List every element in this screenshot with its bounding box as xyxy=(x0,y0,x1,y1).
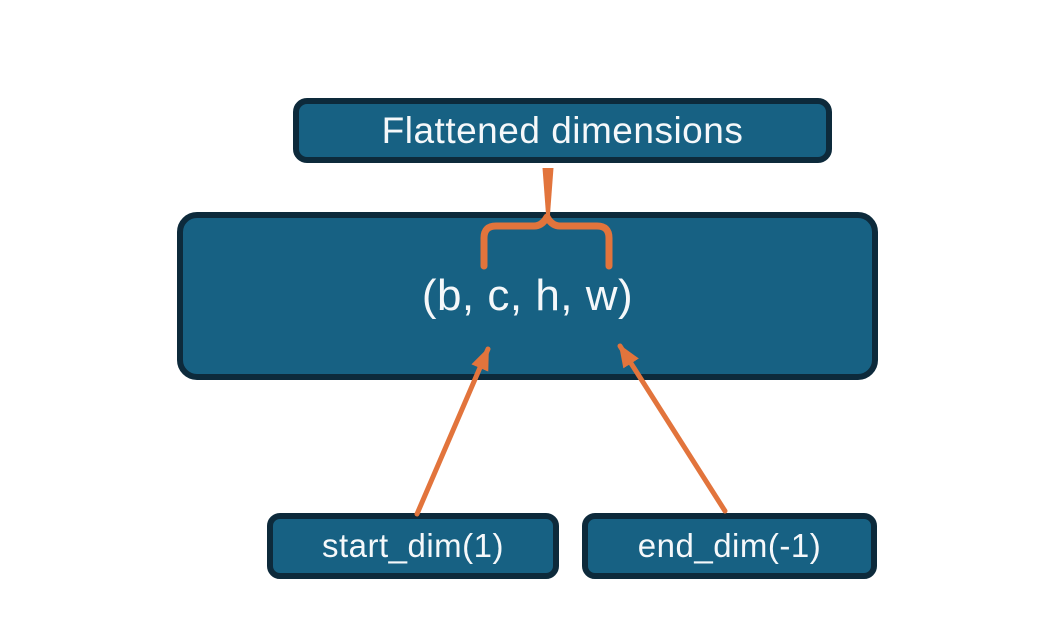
node-flattened-dimensions-label: Flattened dimensions xyxy=(381,109,744,151)
node-tensor-shape: (b, c, h, w) xyxy=(177,212,878,380)
node-end-dim-label: end_dim(-1) xyxy=(637,527,822,564)
node-end-dim: end_dim(-1) xyxy=(582,513,877,579)
node-tensor-shape-label: (b, c, h, w) xyxy=(421,271,634,320)
node-start-dim: start_dim(1) xyxy=(267,513,559,579)
node-start-dim-label: start_dim(1) xyxy=(321,527,505,564)
node-flattened-dimensions: Flattened dimensions xyxy=(293,98,832,163)
